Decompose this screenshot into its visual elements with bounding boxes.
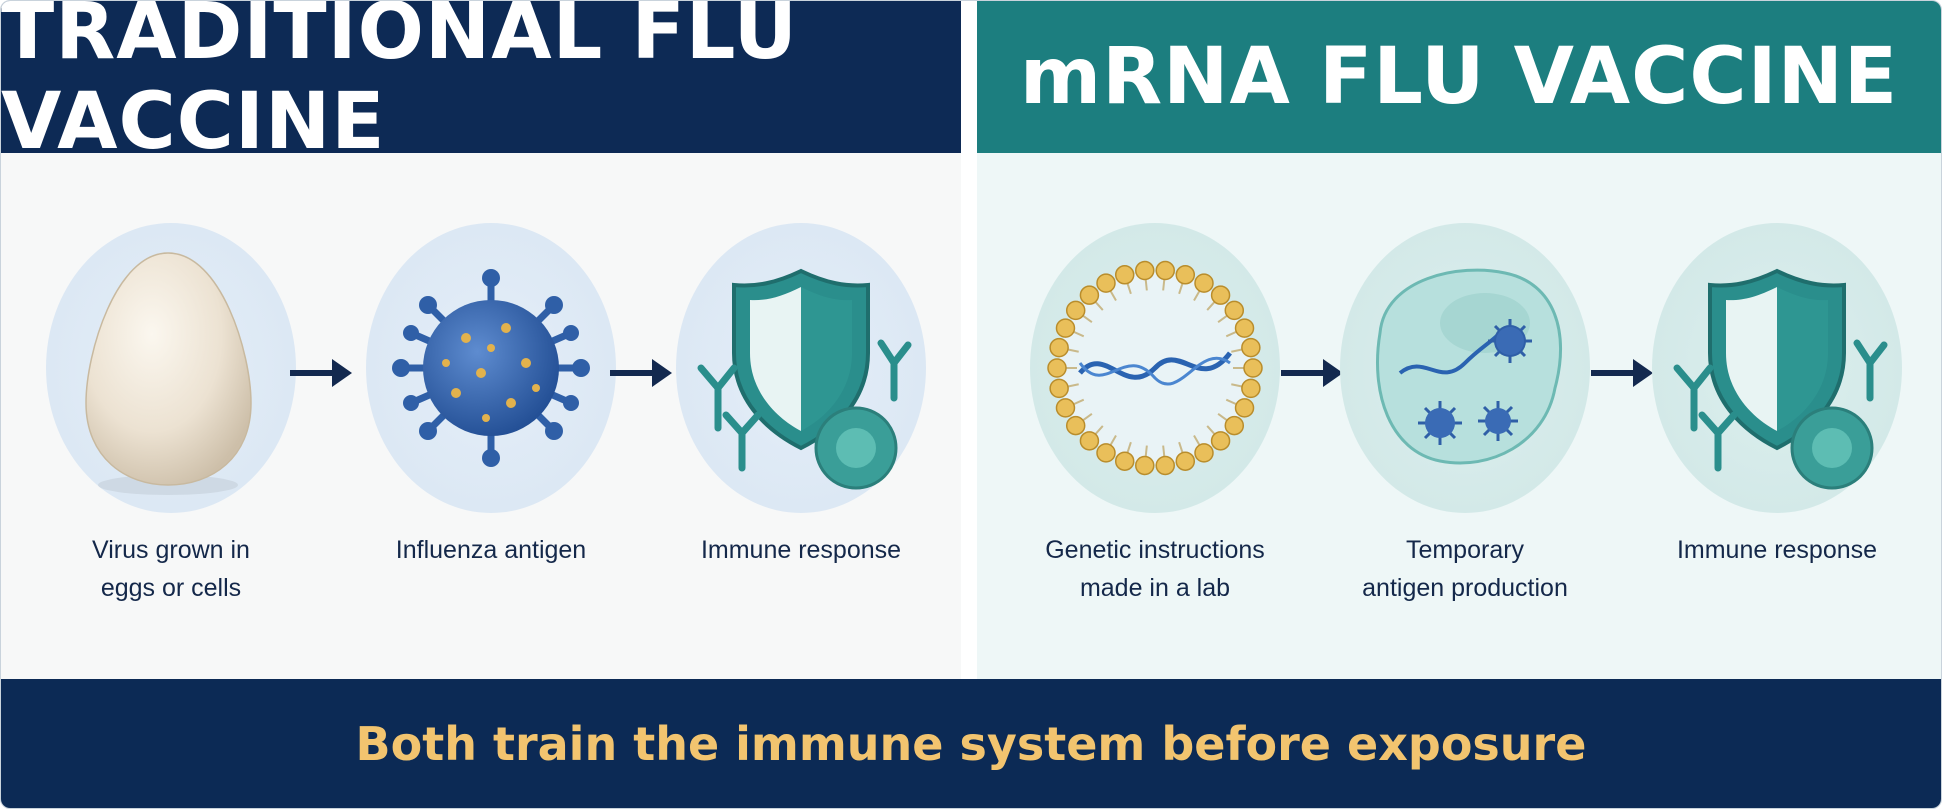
egg-icon xyxy=(46,223,296,513)
shield-icon xyxy=(1652,223,1902,513)
traditional-panel: TRADITIONAL FLU VACCINE Vir xyxy=(1,1,961,679)
traditional-title: TRADITIONAL FLU VACCINE xyxy=(1,1,961,167)
step-label: Virus grown in eggs or cells xyxy=(92,536,250,602)
step-label: Influenza antigen xyxy=(395,536,587,564)
footer-banner: Both train the immune system before expo… xyxy=(1,679,1941,808)
step-label: Immune response xyxy=(700,536,902,564)
mrna-panel: mRNA FLU VACCINE Genetic instructions ma… xyxy=(977,1,1941,679)
mrna-title: mRNA FLU VACCINE xyxy=(977,1,1941,153)
virus-icon xyxy=(366,223,616,513)
cell-icon xyxy=(1340,223,1590,513)
lipid-nanoparticle-icon xyxy=(1030,223,1280,513)
step-antigen-production: Temporary antigen production xyxy=(1315,153,1615,679)
arrow-right-icon xyxy=(1281,359,1343,387)
panel-divider xyxy=(961,1,977,679)
step-influenza-antigen: Influenza antigen xyxy=(341,153,641,679)
step-label: Genetic instructions made in a lab xyxy=(1045,536,1265,602)
step-immune-response: Immune response xyxy=(651,153,951,679)
shield-icon xyxy=(676,223,926,513)
step-immune-response: Immune response xyxy=(1627,153,1927,679)
step-label: Temporary antigen production xyxy=(1362,536,1568,602)
step-label: Immune response xyxy=(1676,536,1878,564)
arrow-right-icon xyxy=(610,359,672,387)
step-virus-grown: Virus grown in eggs or cells xyxy=(21,153,321,679)
arrow-right-icon xyxy=(1591,359,1653,387)
arrow-right-icon xyxy=(290,359,352,387)
step-genetic-instructions: Genetic instructions made in a lab xyxy=(1005,153,1305,679)
